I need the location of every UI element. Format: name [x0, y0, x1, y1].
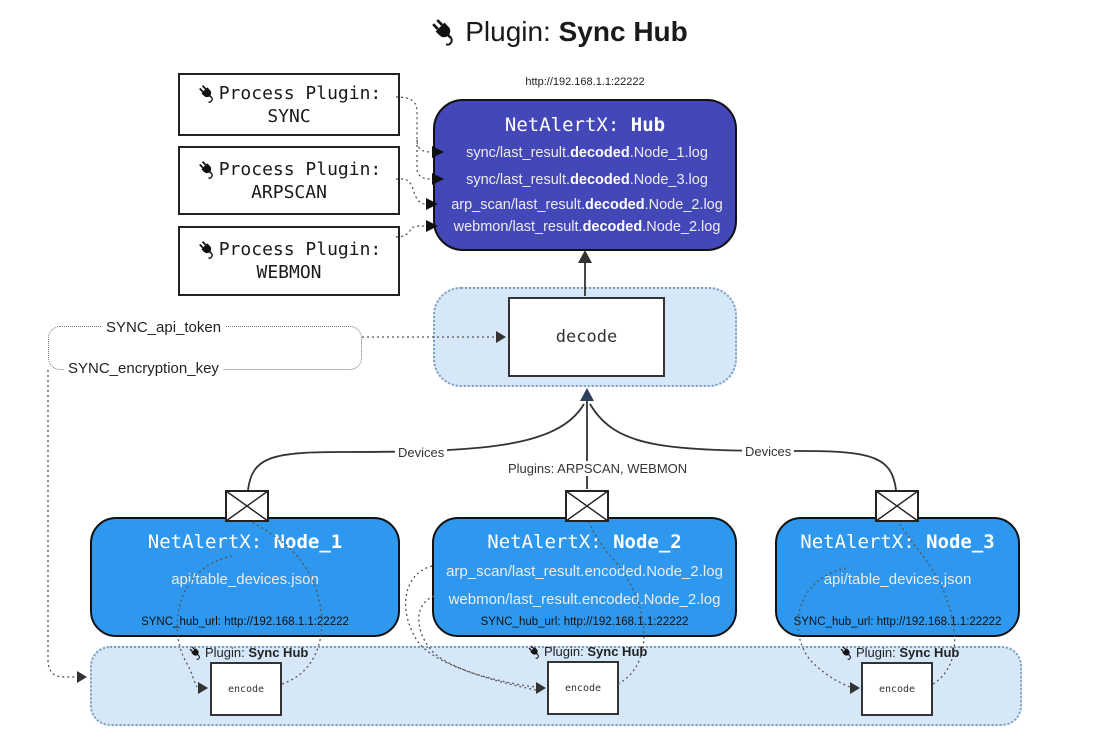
- title-prefix: Plugin:: [465, 16, 551, 47]
- sync-encryption-key-label: SYNC_encryption_key: [64, 360, 223, 377]
- encode-box-3: encode: [861, 662, 933, 716]
- decode-label: decode: [555, 327, 618, 347]
- hub-box: NetAlertX: Hub sync/last_result.decoded.…: [433, 99, 737, 251]
- plug-icon: [196, 239, 217, 260]
- edge-settings-to-encoders: [47, 370, 77, 678]
- node-log-line: webmon/last_result.encoded.Node_2.log: [448, 591, 721, 608]
- hub-title: NetAlertX: Hub: [504, 114, 666, 136]
- encoder-label: Plugin: Sync Hub: [838, 645, 959, 661]
- process-plugin-box-arpscan: Process Plugin: ARPSCAN: [178, 146, 400, 215]
- edge-sync-to-hub-line2: [416, 140, 432, 180]
- node-log-line: api/table_devices.json: [823, 571, 972, 588]
- hub-log-line: sync/last_result.decoded.Node_1.log: [466, 145, 708, 161]
- hub-log-line: arp_scan/last_result.decoded.Node_2.log: [451, 197, 723, 213]
- process-plugin-label: Process Plugin:: [218, 239, 382, 260]
- process-plugin-box-sync: Process Plugin: SYNC: [178, 73, 400, 136]
- devices-edge-label-left: Devices: [395, 445, 448, 460]
- encode-box-1: encode: [210, 662, 282, 716]
- node-title: NetAlertX: Node_2: [487, 531, 682, 553]
- decode-box: decode: [508, 297, 665, 377]
- hub-log-line: sync/last_result.decoded.Node_3.log: [466, 172, 708, 188]
- devices-edge-label-right: Devices: [742, 444, 795, 459]
- node-2-box: NetAlertX: Node_2 arp_scan/last_result.e…: [432, 517, 737, 637]
- plug-icon: [428, 16, 460, 47]
- node-1-box: NetAlertX: Node_1 api/table_devices.json…: [90, 517, 400, 637]
- process-plugin-box-webmon: Process Plugin: WEBMON: [178, 226, 400, 296]
- edge-webmon-to-hub: [395, 225, 426, 238]
- node-3-box: NetAlertX: Node_3 api/table_devices.json…: [775, 517, 1020, 637]
- node-title: NetAlertX: Node_3: [800, 531, 995, 553]
- plug-icon: [196, 158, 217, 180]
- encode-box-2: encode: [547, 661, 619, 715]
- plug-icon: [196, 82, 217, 104]
- hub-log-line: webmon/last_result.decoded.Node_2.log: [453, 219, 721, 235]
- sync-api-token-label: SYNC_api_token: [102, 319, 226, 336]
- node-hub-url: SYNC_hub_url: http://192.168.1.1:22222: [793, 616, 1002, 628]
- arrowhead-right-icon: [77, 671, 87, 683]
- title-name: Sync Hub: [558, 16, 688, 47]
- encoder-label: Plugin: Sync Hub: [526, 644, 647, 660]
- page-title: Plugin: Sync Hub: [0, 16, 1117, 48]
- node-log-line: arp_scan/last_result.encoded.Node_2.log: [446, 563, 723, 580]
- plugins-edge-label: Plugins: ARPSCAN, WEBMON: [505, 461, 691, 476]
- arrowhead-up-icon: [578, 250, 592, 263]
- edge-arpscan-to-hub: [396, 178, 426, 205]
- process-plugin-label: Process Plugin:: [218, 158, 382, 180]
- process-plugin-name: WEBMON: [256, 262, 322, 283]
- node-log-line: api/table_devices.json: [171, 571, 319, 588]
- plug-icon: [526, 644, 542, 660]
- plug-icon: [838, 645, 854, 661]
- node-hub-url: SYNC_hub_url: http://192.168.1.1:22222: [480, 616, 689, 628]
- process-plugin-name: SYNC: [267, 105, 311, 127]
- process-plugin-name: ARPSCAN: [251, 181, 327, 203]
- edge-sync-to-hub-line1: [395, 96, 432, 153]
- plug-icon: [187, 645, 203, 661]
- arrowhead-up-icon: [580, 388, 594, 401]
- encoder-label: Plugin: Sync Hub: [187, 645, 308, 661]
- node-hub-url: SYNC_hub_url: http://192.168.1.1:22222: [141, 616, 349, 628]
- hub-url-label: http://192.168.1.1:22222: [525, 76, 645, 88]
- process-plugin-label: Process Plugin:: [218, 82, 382, 104]
- node-title: NetAlertX: Node_1: [147, 531, 343, 553]
